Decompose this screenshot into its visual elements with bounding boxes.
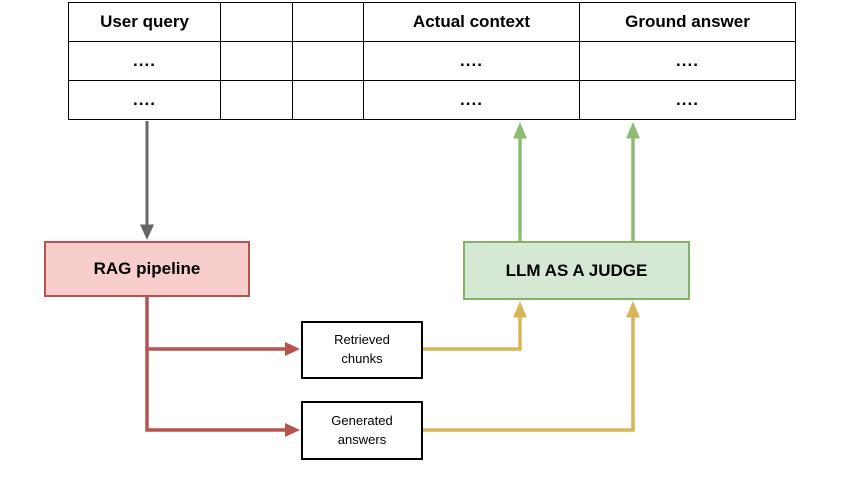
retrieved-chunks-node: Retrieved chunks [301, 321, 423, 379]
table-header-row: User query Actual context Ground answer [68, 2, 796, 42]
llm-judge-node: LLM AS A JUDGE [463, 241, 690, 300]
header-ground-answer: Ground answer [579, 2, 796, 42]
header-actual-context: Actual context [363, 2, 580, 42]
table-cell [292, 80, 364, 120]
arrow-rag-to-generated [145, 349, 300, 437]
arrow-judge-to-answer [626, 122, 640, 241]
arrow-rag-to-retrieved [145, 297, 300, 356]
generated-answers-node: Generated answers [301, 401, 423, 460]
table-row: .... .... .... [68, 80, 796, 120]
table-cell: .... [579, 41, 796, 81]
table-cell [220, 80, 293, 120]
evaluation-table: User query Actual context Ground answer … [68, 2, 796, 120]
header-empty-2 [292, 2, 364, 42]
rag-pipeline-node: RAG pipeline [44, 241, 250, 297]
arrow-table-to-rag [140, 121, 154, 240]
table-row: .... .... .... [68, 41, 796, 81]
table-cell: .... [363, 80, 580, 120]
table-cell: .... [579, 80, 796, 120]
arrow-generated-to-judge [423, 301, 640, 432]
arrow-retrieved-to-judge [423, 301, 527, 351]
table-cell: .... [68, 41, 221, 81]
table-cell: .... [363, 41, 580, 81]
arrow-judge-to-context [513, 122, 527, 241]
table-cell: .... [68, 80, 221, 120]
header-empty-1 [220, 2, 293, 42]
table-cell [292, 41, 364, 81]
header-user-query: User query [68, 2, 221, 42]
table-cell [220, 41, 293, 81]
